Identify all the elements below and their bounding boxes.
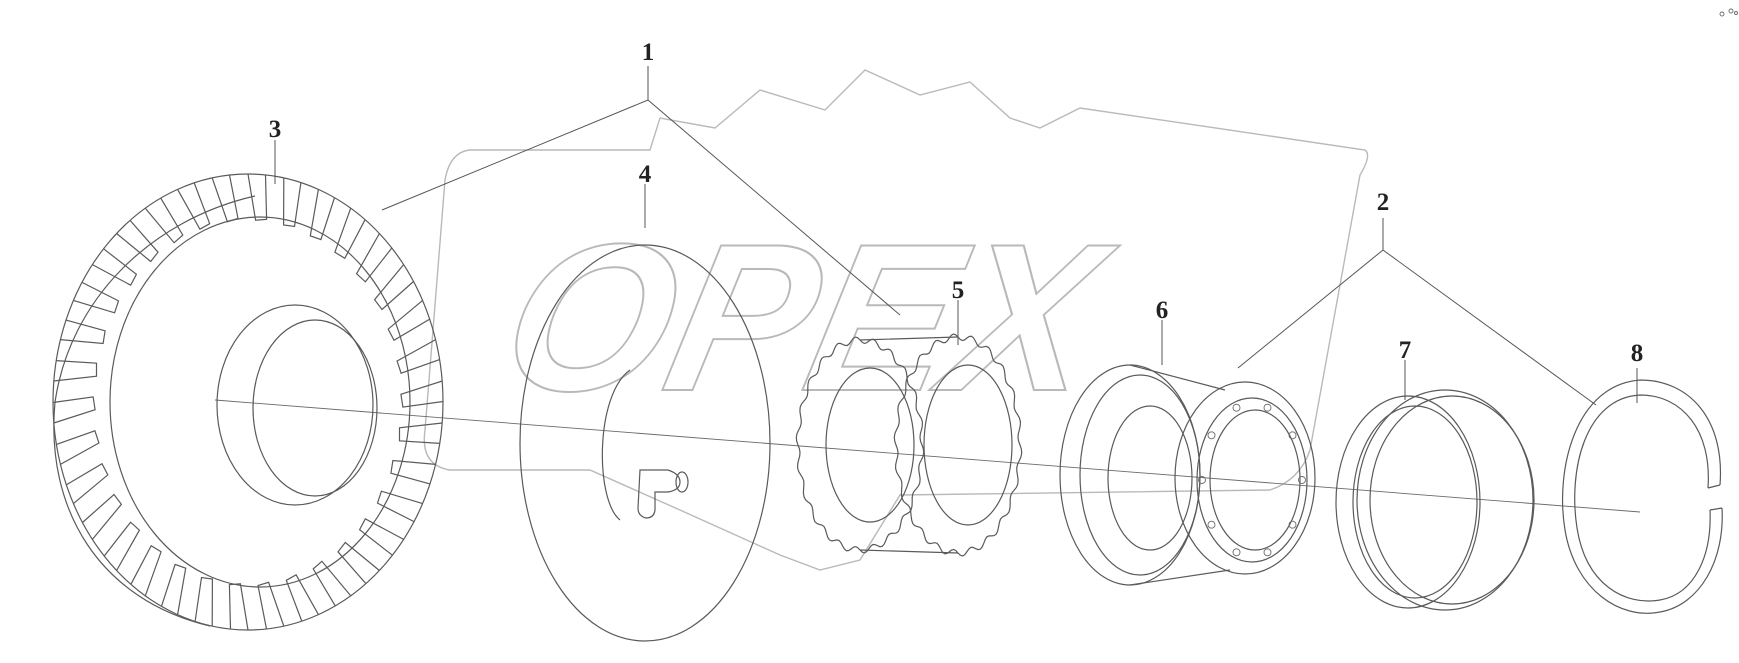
tube-valve [637, 469, 681, 519]
flap-ring-inner-2 [923, 364, 1013, 526]
tire-tread [52, 173, 444, 631]
tread-lug [337, 541, 380, 584]
lock-ring [1562, 379, 1723, 614]
tread-lug [285, 573, 319, 622]
bolt-hole [1298, 476, 1306, 484]
tread-lug [358, 517, 404, 556]
leader-1-tire [381, 99, 649, 211]
rim [1059, 364, 1316, 586]
leader-1-flap [647, 99, 901, 316]
callout-1: 1 [642, 39, 655, 66]
tread-lug [52, 396, 96, 424]
tread-lug [376, 490, 423, 523]
flap-ring-2 [893, 333, 1023, 557]
inner-tube [519, 244, 771, 642]
rim-bolt-holes [1198, 403, 1306, 557]
tread-lug [398, 422, 443, 444]
tread-lug [56, 430, 100, 465]
watermark-text: OPEX [486, 200, 1131, 434]
bolt-hole [1198, 476, 1206, 484]
tread-lug [103, 521, 141, 571]
leader-2-ring [1382, 249, 1597, 406]
bolt-hole [1263, 403, 1272, 412]
tread-lug [390, 459, 436, 485]
bolt-hole [1207, 520, 1216, 529]
tread-lug [60, 319, 106, 345]
side-ring [1335, 389, 1535, 611]
bolt-hole [1263, 548, 1272, 557]
callout-3: 3 [269, 116, 282, 143]
tread-lug [65, 462, 109, 505]
tread-lug [309, 189, 336, 241]
tread-lug [373, 264, 414, 311]
corner-mark [1719, 8, 1738, 17]
callout-8: 8 [1631, 340, 1644, 367]
bolt-hole [1232, 403, 1241, 412]
assembly-axis-line [214, 399, 1641, 513]
tire [52, 173, 444, 631]
callout-2: 2 [1377, 189, 1390, 216]
tread-lug [194, 576, 214, 627]
tread-lug [396, 339, 440, 374]
tread-lug [160, 563, 187, 615]
flap-band [859, 336, 959, 554]
tread-lug [387, 299, 431, 342]
callout-7: 7 [1399, 337, 1412, 364]
callout-6: 6 [1156, 297, 1169, 324]
bolt-hole [1288, 431, 1297, 440]
watermark-logo: OPEX [423, 69, 1369, 571]
callout-labels: 1 2 3 4 5 6 7 8 [269, 39, 1644, 367]
tread-lug [312, 560, 352, 607]
tread-lug [92, 248, 138, 287]
leader-2-rim [1237, 249, 1384, 369]
tread-lug [282, 177, 302, 228]
flap-ring-1 [795, 336, 925, 554]
flap [795, 333, 1023, 557]
tread-lug [228, 583, 249, 631]
flap-ring-inner-1 [825, 367, 915, 523]
tread-lug [355, 233, 393, 283]
tread-lug [211, 174, 239, 223]
tread-lug [82, 493, 123, 540]
bolt-hole [1232, 548, 1241, 557]
tread-lug [334, 207, 366, 260]
bolt-hole [1207, 431, 1216, 440]
watermark-gear-outline [423, 69, 1369, 571]
tread-lug [53, 360, 98, 382]
tread-lug [116, 220, 159, 263]
tread-lug [144, 197, 184, 244]
callout-4: 4 [639, 161, 652, 188]
tread-lug [130, 544, 162, 597]
tread-lug [247, 173, 268, 221]
bolt-hole [1288, 520, 1297, 529]
callout-5: 5 [952, 277, 965, 304]
tread-lug [177, 182, 211, 231]
leader-lines [274, 66, 1638, 406]
tread-lug [73, 281, 120, 314]
tread-lug [257, 581, 285, 630]
tread-lug [400, 380, 444, 408]
